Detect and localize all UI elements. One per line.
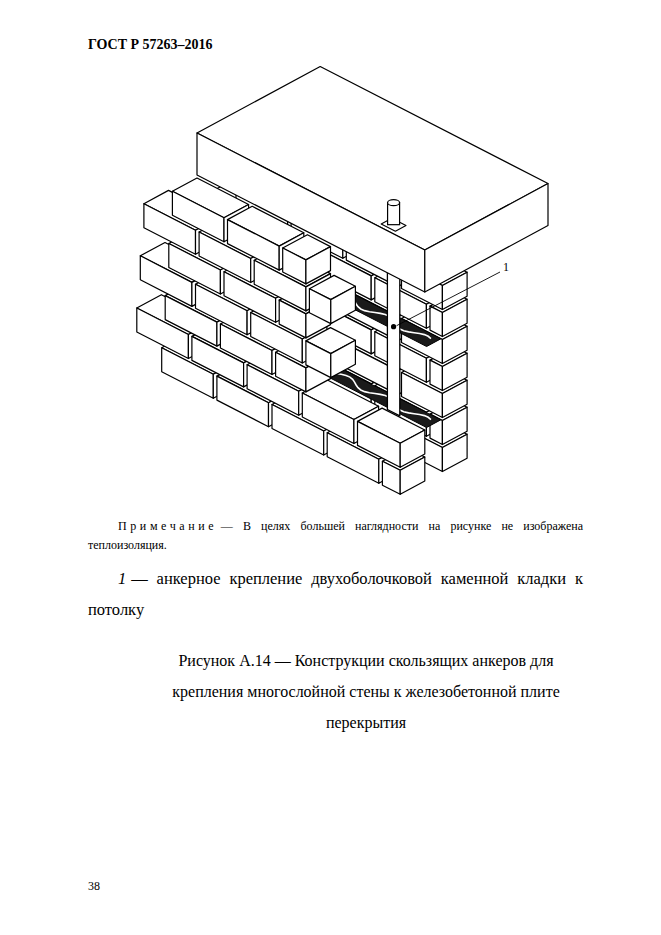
anchor-pin [391,324,396,329]
note-heading: Примечание [118,519,217,533]
floor-slab-end [425,184,548,293]
brick-face [283,248,306,284]
brick-face [302,393,354,444]
brick-face [306,341,331,378]
note-block: Примечание— В целях большей наглядности … [88,517,583,555]
brick [306,328,356,378]
brick-face [309,289,330,324]
floor-slab-face [197,133,425,292]
leader-line [397,272,500,326]
page-number: 38 [88,879,100,894]
running-header: ГОСТ Р 57263–2016 [88,37,213,53]
brick-face [430,360,442,390]
callout-number: 1 [503,260,509,275]
bolt-head [388,200,400,206]
brick-end [331,286,356,323]
key-text: — анкерное крепление двухоболочковой кам… [88,569,583,619]
floor-slab [197,67,548,293]
brick-end [306,247,331,284]
brick-face [172,191,224,242]
anchor-plate [387,264,399,416]
key-block: 1— анкерное крепление двухоболочковой ка… [88,564,583,625]
key-number: 1 [118,569,126,588]
brick [358,408,425,467]
brick [283,235,331,284]
brick-face [228,220,280,271]
brick-face [358,421,401,467]
brick [309,275,355,323]
brick-end [331,340,356,377]
brick-end [400,430,425,467]
anchor-bolt [381,200,406,232]
brick-face [430,306,442,336]
figure-caption: Рисунок А.14 — Конструкции скользящих ан… [168,645,564,739]
